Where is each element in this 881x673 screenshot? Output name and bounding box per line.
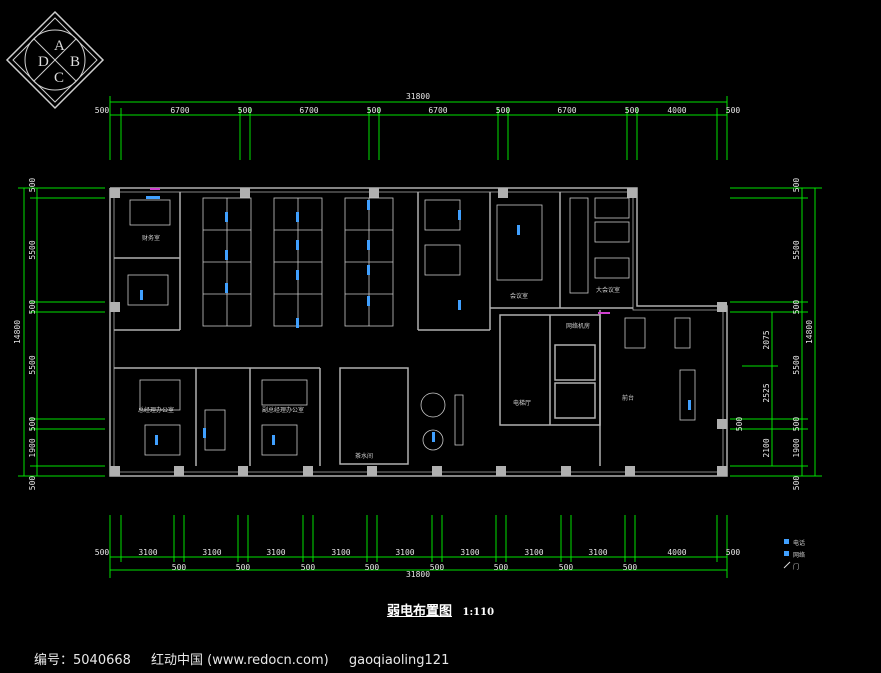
logo-letter-b: B <box>70 54 80 70</box>
svg-text:500: 500 <box>494 563 509 572</box>
svg-text:4000: 4000 <box>667 106 686 115</box>
right-dimension-lines <box>730 187 822 477</box>
svg-text:500: 500 <box>625 106 640 115</box>
svg-text:4000: 4000 <box>667 548 686 557</box>
footer-id: 编号：5040668 <box>34 653 131 668</box>
room-label-elevator-hall: 电梯厅 <box>513 399 531 407</box>
svg-text:1900: 1900 <box>28 438 37 457</box>
room-labels: 财务室 会议室 总经理办公室 副总经理办公室 大会议室 前台 茶水间 电梯厅 网… <box>138 234 634 460</box>
top-dimension-lines <box>109 96 728 160</box>
right-dimension-labels: 500 5500 500 5500 500 1900 500 2075 2525… <box>735 178 801 491</box>
svg-text:500: 500 <box>95 548 110 557</box>
room-label-server-room: 网络机房 <box>566 322 590 330</box>
svg-text:500: 500 <box>726 106 741 115</box>
svg-text:5500: 5500 <box>28 355 37 374</box>
svg-text:500: 500 <box>365 563 380 572</box>
svg-text:500: 500 <box>28 417 37 432</box>
legend: 电话 网络 门 <box>783 539 805 571</box>
svg-text:3100: 3100 <box>588 548 607 557</box>
legend-door-icon <box>783 561 791 569</box>
svg-text:500: 500 <box>238 106 253 115</box>
svg-text:1900: 1900 <box>792 438 801 457</box>
drawing-title-text: 弱电布置图 <box>386 604 452 619</box>
accent-marks <box>150 188 610 314</box>
svg-text:2525: 2525 <box>762 383 771 402</box>
svg-text:500: 500 <box>792 300 801 315</box>
svg-text:5500: 5500 <box>792 355 801 374</box>
top-dimension-labels: 500 6700 500 6700 500 6700 500 6700 500 … <box>95 106 741 115</box>
svg-text:500: 500 <box>28 476 37 491</box>
svg-text:500: 500 <box>28 300 37 315</box>
footer-site: 红动中国 (www.redocn.com) <box>151 653 329 668</box>
logo-letter-a: A <box>54 38 65 54</box>
svg-text:500: 500 <box>735 417 744 432</box>
svg-text:500: 500 <box>236 563 251 572</box>
svg-text:500: 500 <box>623 563 638 572</box>
room-label-pantry: 茶水间 <box>355 452 373 460</box>
room-label-gm-office: 总经理办公室 <box>138 406 174 414</box>
room-label-vgm-office: 副总经理办公室 <box>262 406 304 414</box>
network-outlets <box>140 196 691 445</box>
svg-text:3100: 3100 <box>395 548 414 557</box>
svg-text:3100: 3100 <box>460 548 479 557</box>
svg-text:500: 500 <box>792 178 801 193</box>
svg-text:3100: 3100 <box>266 548 285 557</box>
watermark-footer: 编号：5040668 红动中国 (www.redocn.com) gaoqiao… <box>34 649 465 668</box>
room-label-reception: 前台 <box>622 394 634 402</box>
svg-text:6700: 6700 <box>170 106 189 115</box>
left-dimension-labels: 500 5500 500 5500 500 1900 500 <box>28 178 37 491</box>
svg-text:500: 500 <box>559 563 574 572</box>
svg-text:2075: 2075 <box>762 330 771 349</box>
svg-text:500: 500 <box>28 178 37 193</box>
dim-total-top: 31800 <box>406 92 430 101</box>
bottom-dimension-labels: 500 3100 500 3100 500 3100 500 3100 500 … <box>95 548 741 572</box>
svg-text:500: 500 <box>496 106 511 115</box>
room-label-finance: 财务室 <box>142 234 160 242</box>
svg-text:500: 500 <box>301 563 316 572</box>
legend-door-label: 门 <box>793 563 799 571</box>
drawing-title: 弱电布置图 1:110 <box>0 600 881 619</box>
building-walls <box>109 187 728 477</box>
dim-total-right: 14800 <box>805 320 814 344</box>
legend-phone-icon <box>784 539 789 544</box>
svg-text:5500: 5500 <box>792 240 801 259</box>
left-dimension-lines <box>18 187 105 477</box>
svg-text:500: 500 <box>726 548 741 557</box>
svg-text:3100: 3100 <box>524 548 543 557</box>
room-label-meeting: 会议室 <box>510 292 528 300</box>
svg-text:3100: 3100 <box>138 548 157 557</box>
dim-total-left: 14800 <box>13 320 22 344</box>
svg-text:6700: 6700 <box>428 106 447 115</box>
workstations <box>127 197 696 456</box>
logo-letter-d: D <box>38 54 49 70</box>
svg-text:6700: 6700 <box>299 106 318 115</box>
footer-user: gaoqiaoling121 <box>348 653 450 668</box>
legend-network-icon <box>784 551 789 556</box>
dim-total-bottom: 31800 <box>406 570 430 579</box>
room-label-large-meeting: 大会议室 <box>596 286 620 294</box>
dacb-logo: D A C B <box>5 10 105 110</box>
svg-text:3100: 3100 <box>331 548 350 557</box>
svg-text:500: 500 <box>95 106 110 115</box>
drawing-scale: 1:110 <box>462 607 495 618</box>
logo-letter-c: C <box>54 70 64 86</box>
svg-text:500: 500 <box>430 563 445 572</box>
legend-network-label: 网络 <box>793 551 805 559</box>
svg-text:3100: 3100 <box>202 548 221 557</box>
svg-text:500: 500 <box>792 476 801 491</box>
legend-phone-label: 电话 <box>793 539 805 547</box>
svg-text:2100: 2100 <box>762 438 771 457</box>
svg-text:500: 500 <box>172 563 187 572</box>
svg-text:6700: 6700 <box>557 106 576 115</box>
svg-text:5500: 5500 <box>28 240 37 259</box>
svg-text:500: 500 <box>367 106 382 115</box>
bottom-dimension-lines <box>109 515 728 578</box>
svg-text:500: 500 <box>792 417 801 432</box>
